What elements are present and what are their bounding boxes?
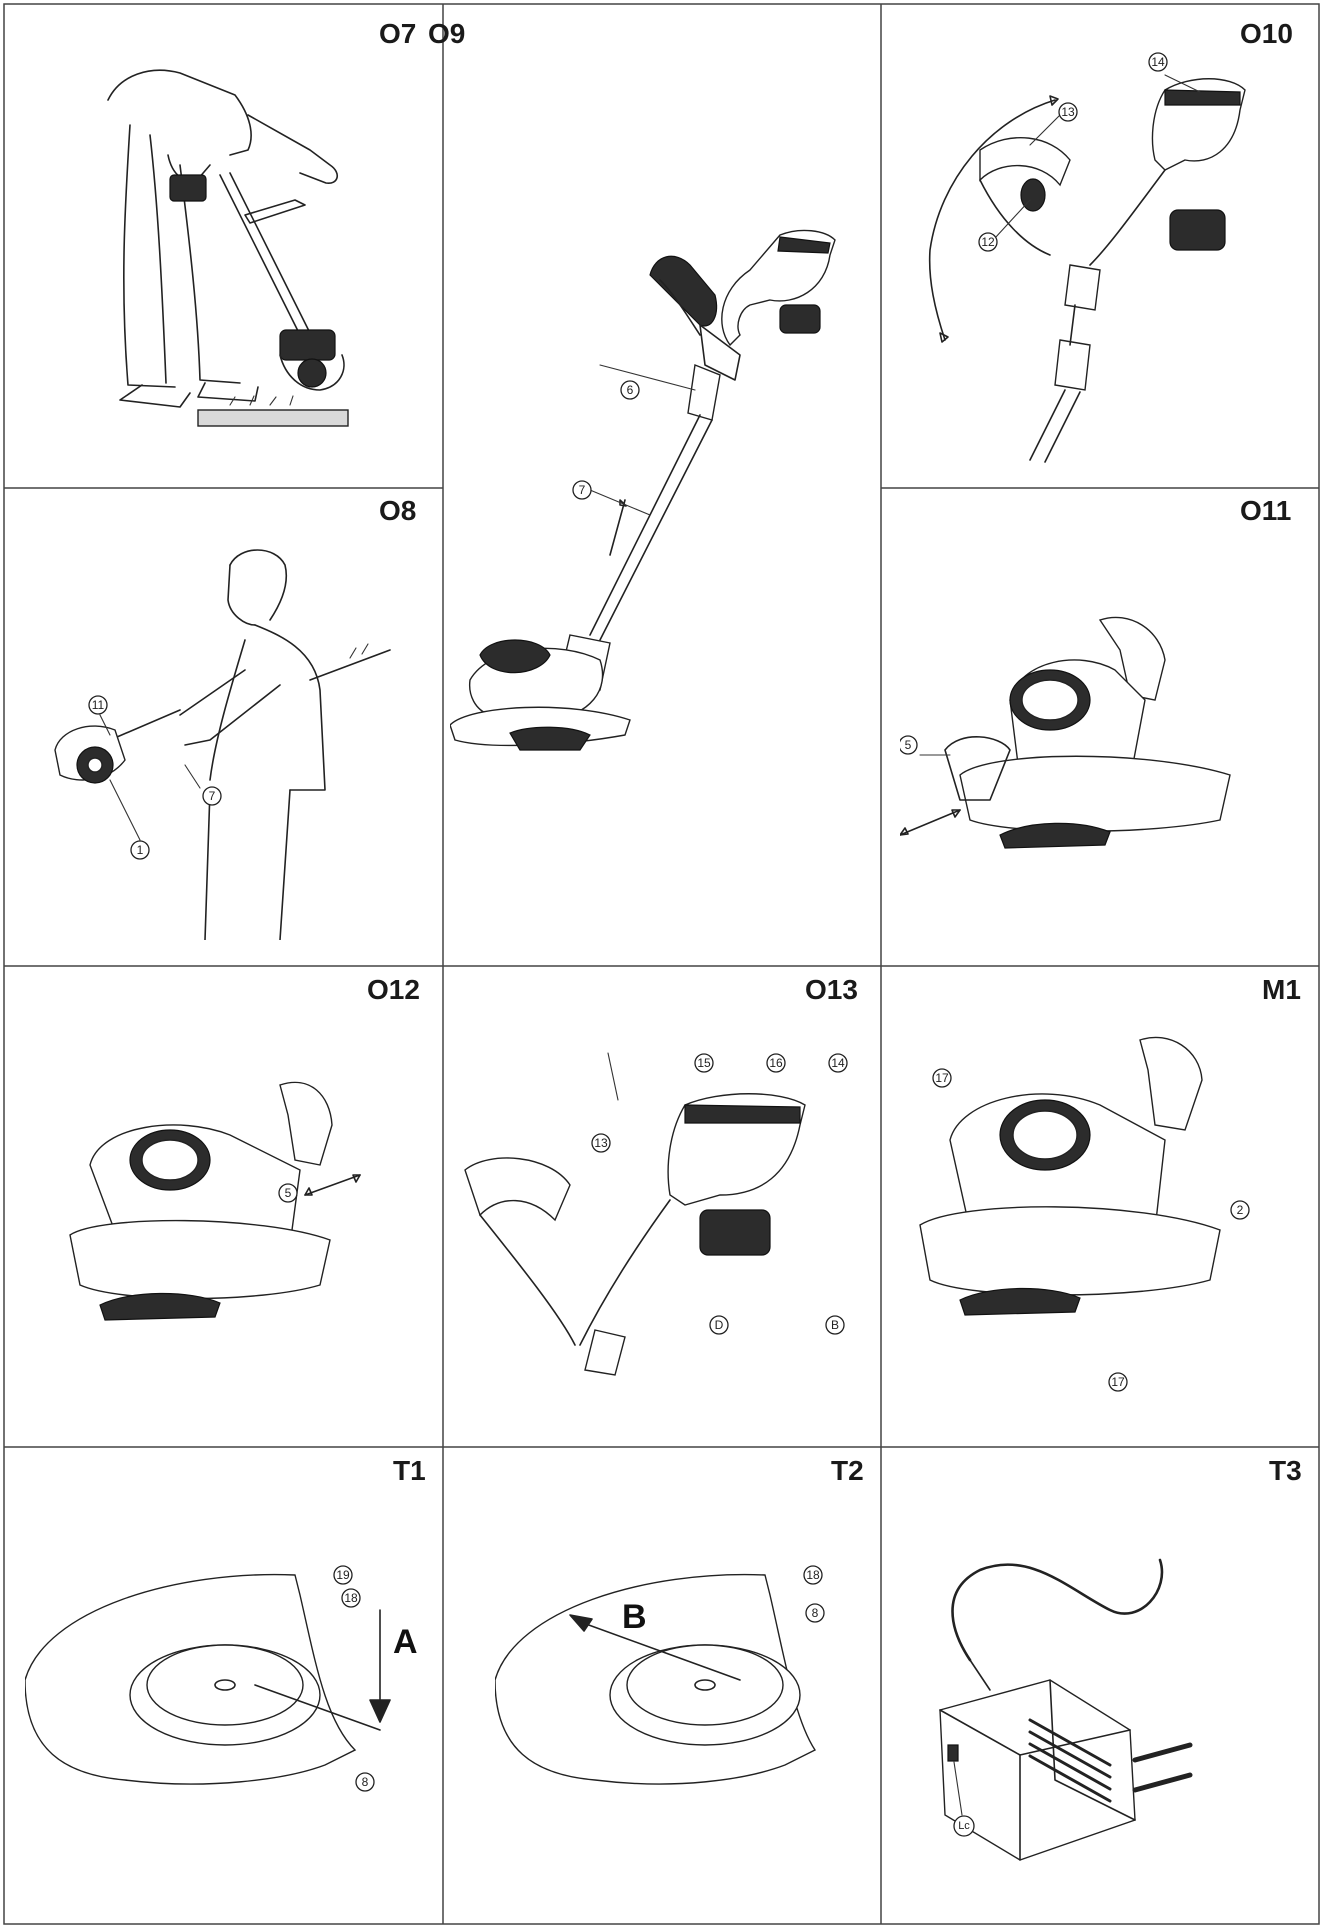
callout-14-text: 14 xyxy=(1151,55,1165,69)
callout-18-t1-text: 18 xyxy=(344,1591,358,1605)
panel-label-m1: M1 xyxy=(1262,974,1301,1005)
callout-15-text: 15 xyxy=(697,1056,711,1070)
callout-13 xyxy=(1058,102,1078,122)
callout-13-o13 xyxy=(591,1133,611,1153)
callout-19-text: 19 xyxy=(336,1568,350,1582)
panel-label-t2: T2 xyxy=(831,1455,864,1486)
illustration-o7-edge-trimming xyxy=(107,69,349,427)
callout-1-text: 1 xyxy=(137,843,144,857)
callout-2-text: 2 xyxy=(1237,1203,1244,1217)
callout-8-t1-text: 8 xyxy=(362,1775,369,1789)
callout-17-top-text: 17 xyxy=(935,1071,949,1085)
illustration-m1-motor-vents: 17 2 17 xyxy=(919,1036,1250,1392)
panel-label-t1: T1 xyxy=(393,1455,426,1486)
illustration-o9-trimmer-assembly: 6 7 xyxy=(450,229,836,751)
panel-label-o9: O9 xyxy=(428,18,466,49)
callout-8-t2-text: 8 xyxy=(812,1606,819,1620)
callout-14-o13-text: 14 xyxy=(831,1056,845,1070)
callout-18-t2-text: 18 xyxy=(806,1568,820,1582)
illustration-t2-spool-line-pull: B 18 8 xyxy=(495,1565,825,1785)
callout-12 xyxy=(978,232,998,252)
panel-label-o10: O10 xyxy=(1240,18,1293,49)
callout-17-bottom-text: 17 xyxy=(1111,1375,1125,1389)
callout-b xyxy=(825,1315,845,1335)
letter-b: B xyxy=(622,1598,647,1636)
callout-5-o11-text: 5 xyxy=(905,738,912,752)
illustration-t3-charger: Lc xyxy=(939,1558,1193,1861)
callout-12-text: 12 xyxy=(981,235,995,249)
callout-2 xyxy=(1230,1200,1250,1220)
callout-5-o12 xyxy=(278,1183,298,1203)
callout-13-text: 13 xyxy=(1061,105,1075,119)
illustration-o13-battery-handle: 15 16 14 13 D B xyxy=(464,1052,848,1376)
callout-b-text: B xyxy=(831,1318,839,1332)
callout-16 xyxy=(766,1053,786,1073)
callout-7 xyxy=(572,480,592,500)
callout-18-t1 xyxy=(341,1588,361,1608)
panel-label-o12: O12 xyxy=(367,974,420,1005)
callout-6 xyxy=(620,380,640,400)
illustration-o12-guard-retracted: 5 xyxy=(69,1081,361,1321)
callout-14-o13 xyxy=(828,1053,848,1073)
callout-15 xyxy=(694,1053,714,1073)
callout-7-text: 7 xyxy=(579,483,586,497)
callout-11 xyxy=(88,695,108,715)
callout-17-bottom xyxy=(1108,1372,1128,1392)
callout-7-o8 xyxy=(202,786,222,806)
panel-label-o8: O8 xyxy=(379,495,417,526)
callout-6-text: 6 xyxy=(627,383,634,397)
callout-11-text: 11 xyxy=(92,698,105,712)
callout-7-o8-text: 7 xyxy=(209,789,216,803)
callout-d xyxy=(709,1315,729,1335)
callout-13-o13-text: 13 xyxy=(594,1136,608,1150)
callout-8-t1 xyxy=(355,1772,375,1792)
panel-label-o11: O11 xyxy=(1240,495,1292,526)
illustration-t1-spool-line-feed: A 19 18 8 xyxy=(25,1565,418,1792)
callout-14 xyxy=(1148,52,1168,72)
panel-label-o7: O7 xyxy=(379,18,417,49)
callout-19 xyxy=(333,1565,353,1585)
callout-lc xyxy=(953,1815,975,1837)
illustration-o10-handle-adjust: 14 13 12 xyxy=(928,52,1246,463)
callout-17-top xyxy=(932,1068,952,1088)
callout-5-o11 xyxy=(900,735,918,755)
panel-label-o13: O13 xyxy=(805,974,858,1005)
callout-5-o12-text: 5 xyxy=(285,1186,292,1200)
callout-16-text: 16 xyxy=(769,1056,783,1070)
illustration-o8-operating-position: 11 7 1 xyxy=(54,549,391,940)
callout-18-t2 xyxy=(803,1565,823,1585)
illustration-o11-edge-guide: 5 xyxy=(900,616,1231,849)
callout-1 xyxy=(130,840,150,860)
callout-d-text: D xyxy=(715,1318,724,1332)
callout-8-t2 xyxy=(805,1603,825,1623)
letter-a: A xyxy=(393,1623,418,1661)
panel-label-t3: T3 xyxy=(1269,1455,1302,1486)
callout-lc-text: Lc xyxy=(958,1820,970,1832)
